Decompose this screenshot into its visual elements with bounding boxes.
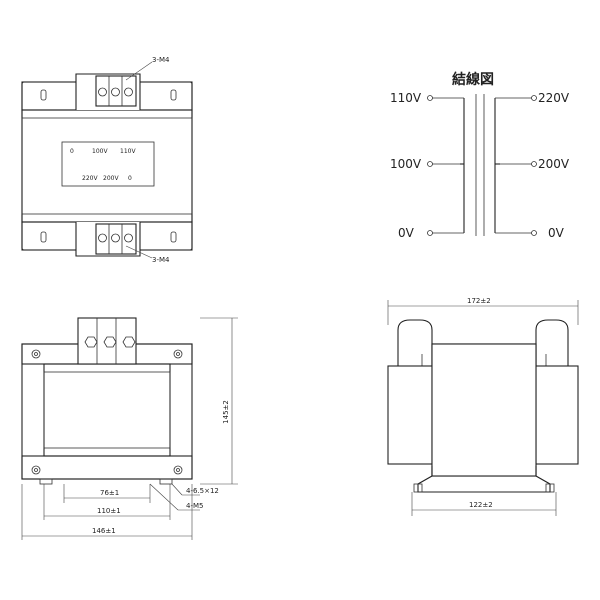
nameplate-top-2: 110V [120, 148, 136, 155]
secondary-label-1: 200V [538, 157, 570, 171]
terminal-callout-top: 3-M4 [152, 56, 170, 64]
front-view [21, 317, 238, 540]
secondary-label-2: 0V [548, 226, 565, 240]
hole-callout: 4-6.5×12 [186, 487, 219, 495]
primary-label-1: 100V [390, 157, 422, 171]
terminal-callout-bottom: 3-M4 [152, 256, 170, 264]
side-view [387, 300, 579, 516]
top-view [21, 61, 193, 259]
overall-width-dimension: 172±2 [467, 297, 491, 305]
nameplate-top-1: 100V [92, 148, 108, 155]
primary-label-2: 0V [398, 226, 415, 240]
secondary-label-0: 220V [538, 91, 570, 105]
nameplate-top-0: 0 [70, 148, 74, 155]
dimension-inner: 76±1 [100, 489, 119, 497]
wiring-title: 結線図 [452, 71, 494, 88]
nameplate-bottom-1: 200V [103, 175, 119, 182]
base-dimension: 122±2 [469, 501, 493, 509]
dimension-middle: 110±1 [97, 507, 121, 515]
screw-callout: 4-M5 [186, 502, 203, 510]
primary-label-0: 110V [390, 91, 422, 105]
dimension-outer: 146±1 [92, 527, 116, 535]
wiring-diagram [427, 94, 537, 236]
nameplate-bottom-2: 0 [128, 175, 132, 182]
height-dimension: 145±2 [222, 400, 230, 424]
nameplate-bottom-0: 220V [82, 175, 98, 182]
